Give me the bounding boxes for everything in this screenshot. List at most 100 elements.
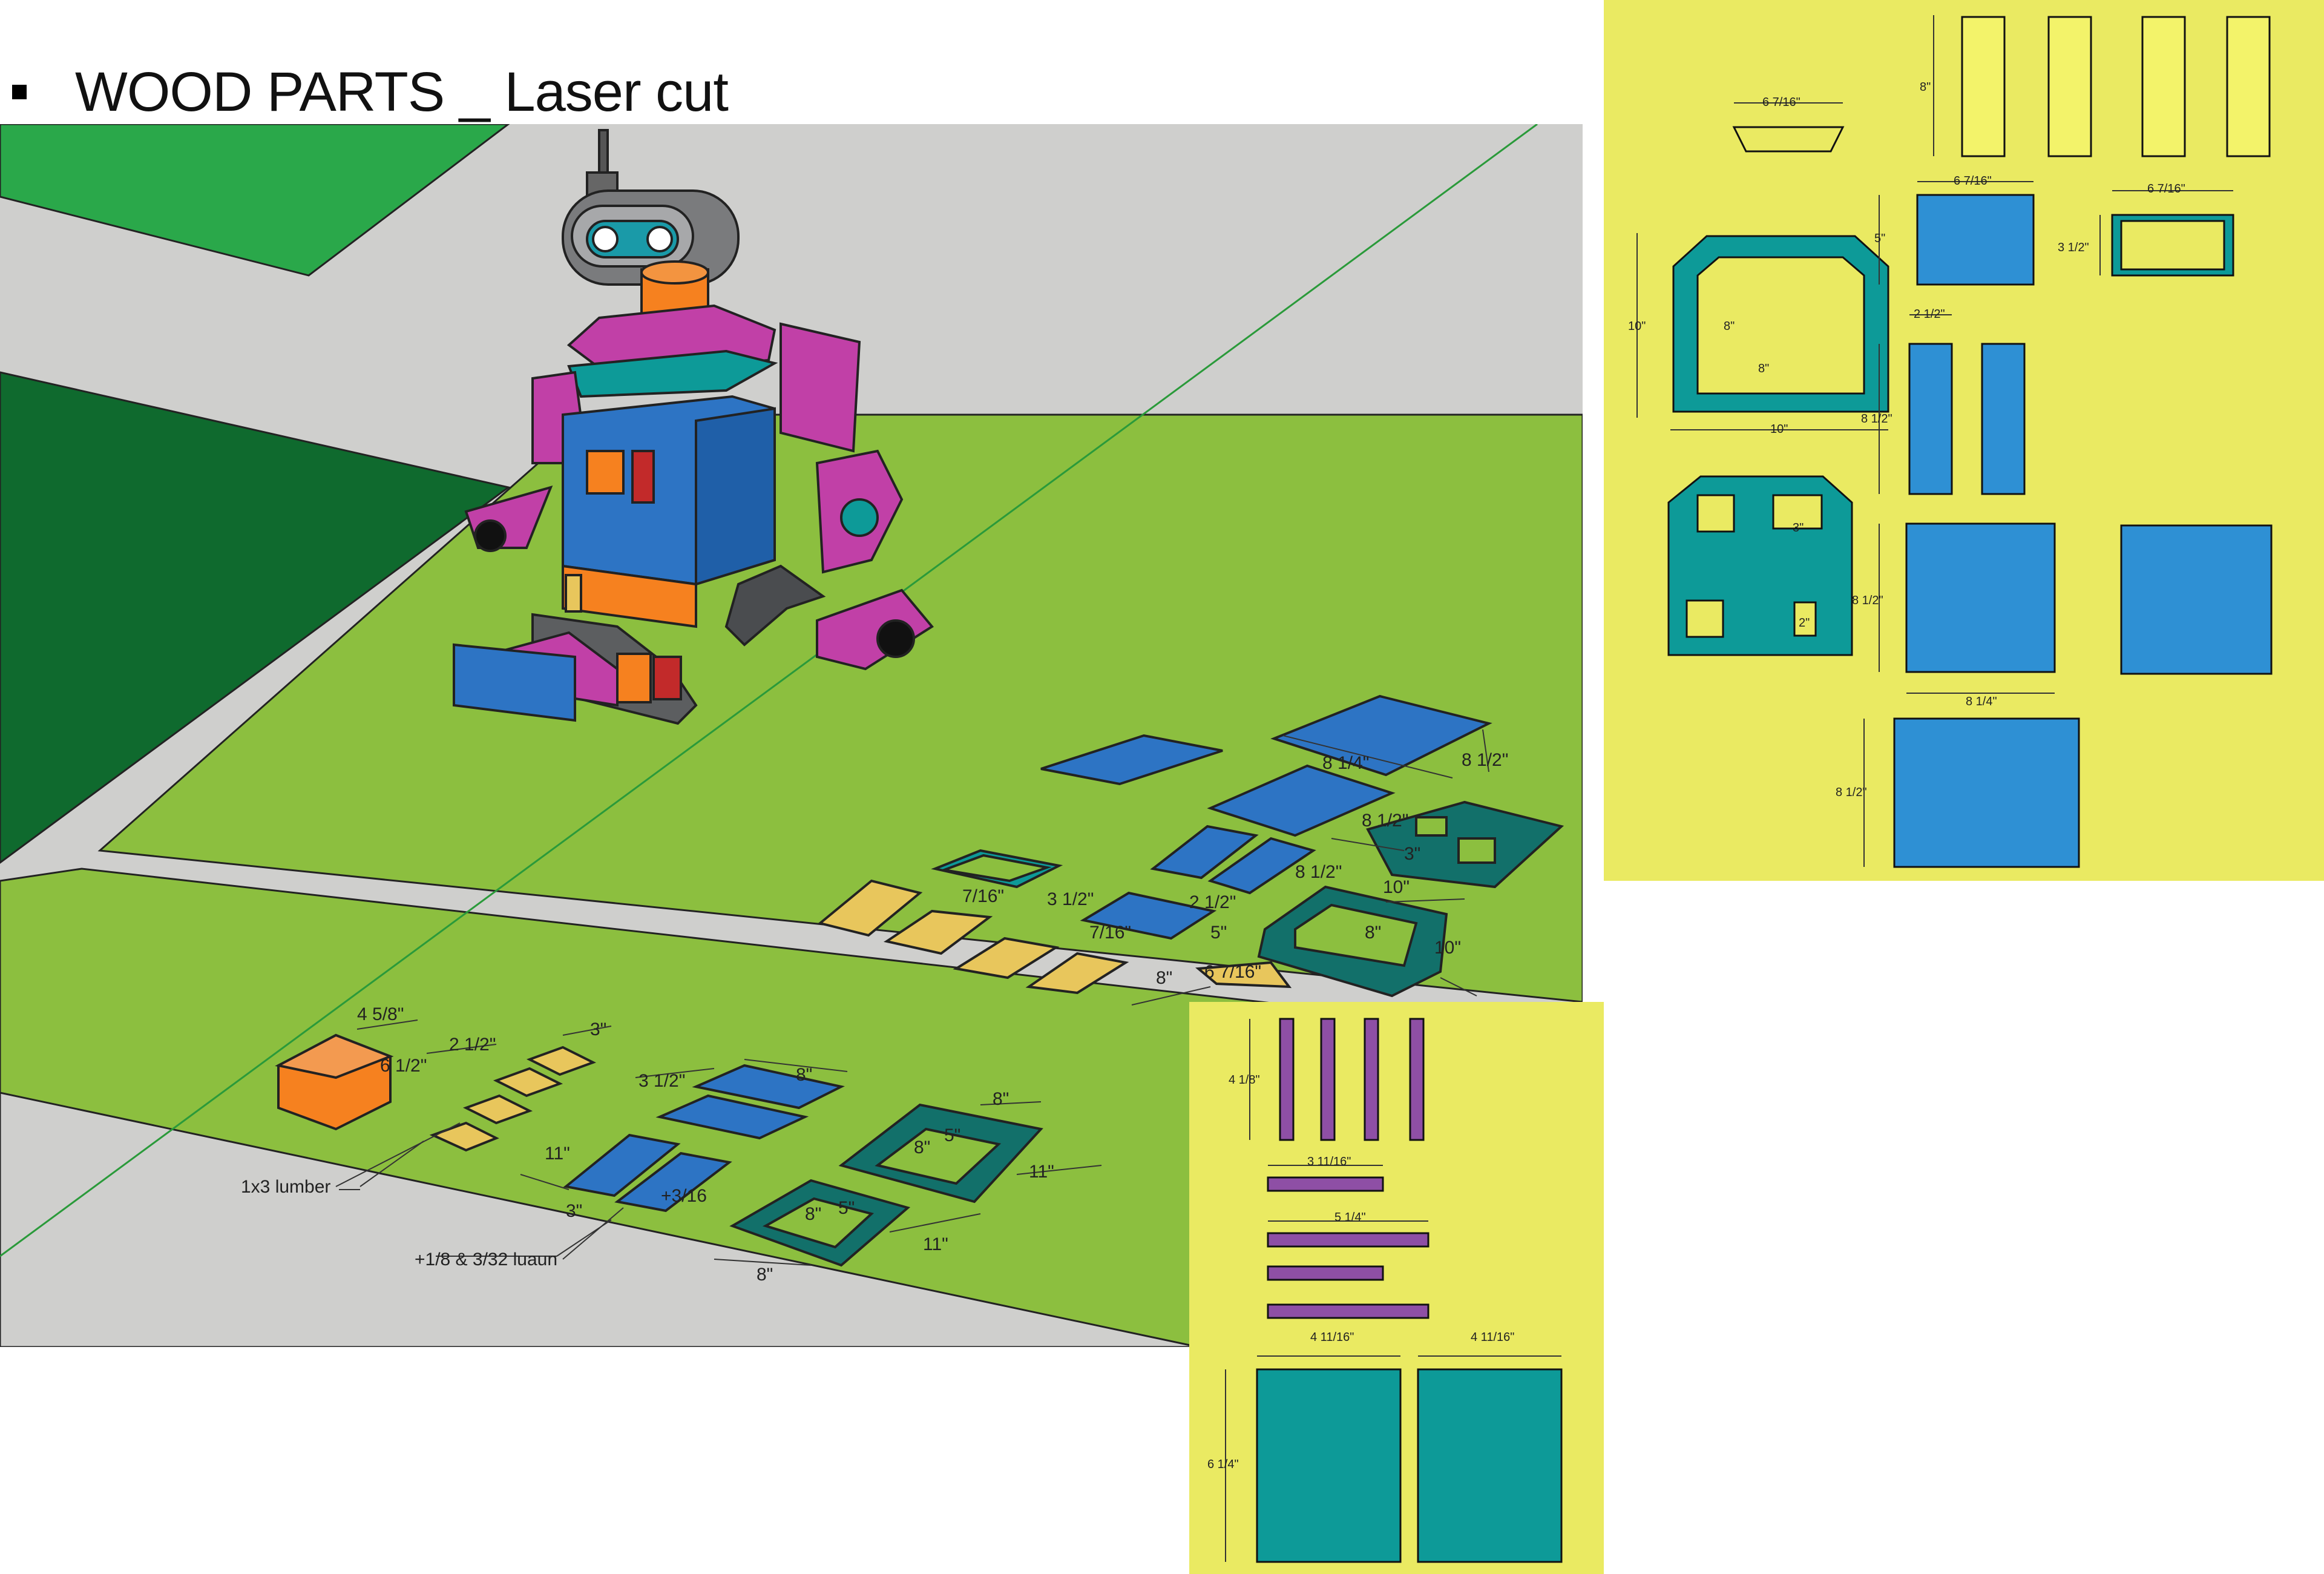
teal-panel [1417,1368,1563,1563]
axis-line [0,124,1538,1257]
title-text: WOOD PARTS _ Laser cut [75,61,729,123]
dim: 8 1/2" [1852,594,1883,607]
dim: 6 7/16" [2147,182,2185,196]
dim: 8" [1758,362,1769,375]
dim: 8 1/2" [1836,786,1867,799]
dim: 11" [923,1234,948,1254]
dim: 2 1/2" [449,1035,496,1055]
ground-dark-green [0,371,511,864]
purple-strip [1320,1018,1336,1141]
plate-hole [1772,494,1823,530]
dim: 10" [1628,320,1646,333]
cut-parts-lower [275,1033,1043,1267]
dim: 3" [566,1201,582,1221]
purple-bar [1267,1176,1384,1192]
blue-strip [1981,343,2026,495]
dim: 3 1/2" [638,1071,685,1091]
blue-square [1905,522,2056,673]
dim: 2 1/2" [1914,308,1945,321]
yellow-strip [2047,16,2092,157]
dim: 5" [1210,923,1227,943]
yellow-strip [2226,16,2271,157]
dim: 5" [838,1198,855,1218]
ground-mid-green [0,124,510,277]
dim: 8" [993,1089,1009,1109]
dim: 10" [1770,423,1788,436]
dim: 4 11/16" [1310,1331,1354,1344]
purple-bar [1267,1303,1430,1319]
plate-hole [1696,494,1735,533]
page-title: WOOD PARTS _ Laser cut [12,56,729,128]
dim: 8" [1156,968,1172,988]
teal-square-frame-hole [1696,256,1865,395]
dim: 10" [1434,938,1461,958]
plate-hole [1793,601,1817,637]
dim: 4 5/8" [357,1004,404,1024]
purple-strip [1364,1018,1379,1141]
dim: 4 11/16" [1471,1331,1514,1344]
dim: 6 7/16" [1954,174,1992,188]
purple-bar [1267,1265,1384,1281]
dim: 8 1/2" [1462,750,1508,770]
dim: 5 1/4" [1334,1211,1366,1224]
label-leaders [335,1122,624,1260]
teal-frame-hole [2120,220,2225,271]
dim: 8" [1365,923,1381,943]
dim: 8 1/2" [1362,811,1408,831]
dim: 8 1/4" [1966,695,1997,708]
dim: 3" [1404,844,1420,864]
dim: 3 1/2" [1047,889,1094,909]
dim: 8" [914,1138,930,1157]
dim: 8" [1920,81,1931,94]
dimension-lines [1636,15,2233,867]
robot-model [453,129,934,725]
purple-strip [1409,1018,1425,1141]
dim: 2" [1799,616,1810,630]
dim: 8 1/4" [1322,753,1369,773]
scene-3d-view: 1x3 lumber +1/8 & 3/32 luaun 4 5/8" 6 1/… [0,124,1583,1347]
dim: 3" [1793,521,1804,535]
dim: 7/16" [962,886,1004,906]
bullet-icon [12,85,27,99]
dimension-lines [339,729,1489,1266]
dim: 11" [545,1144,570,1164]
dim: 2 1/2" [1189,892,1236,912]
dim: 4 1/8" [1229,1073,1260,1087]
dimension-lines [1225,1019,1561,1562]
label-luaun: +1/8 & 3/32 luaun [415,1250,557,1269]
dim: 8" [805,1204,821,1224]
yellow-strip [1961,16,2006,157]
cut-sheet-right: 6 7/16" 8" 6 7/16" 5" 6 7/16" 3 1/2" 10"… [1604,0,2324,881]
dim: 5" [1874,232,1885,245]
purple-bar [1267,1232,1430,1248]
teal-panel [1256,1368,1402,1563]
dim: 6 1/4" [1207,1458,1239,1471]
dim: 6 1/2" [380,1056,427,1076]
dim: 5" [944,1125,960,1145]
blue-square [2120,524,2273,675]
ground-gray-strip [0,1092,1199,1347]
dim: 3 11/16" [1307,1155,1351,1168]
dim: 3 1/2" [2058,241,2089,254]
dim: 6 7/16" [1762,96,1800,109]
dim: 10" [1383,877,1410,897]
trapezoid-part [1732,126,1845,153]
blue-rectangle [1893,717,2080,868]
dim: 8" [757,1265,773,1285]
dim: 11" [1029,1162,1054,1182]
plate-hole [1686,599,1724,638]
dim: 8" [1724,320,1735,333]
dim: 8 1/2" [1295,862,1342,882]
blue-strip [1908,343,1953,495]
yellow-strip [2141,16,2186,157]
dim: 6 7/16" [1204,962,1261,982]
dim: 8 1/2" [1861,412,1892,426]
cut-sheet-bottom: 4 1/8" 3 11/16" 5 1/4" 4 11/16" 4 11/16"… [1189,1002,1604,1574]
dim: 8" [796,1065,812,1085]
purple-strip [1279,1018,1295,1141]
label-lumber: 1x3 lumber [241,1177,330,1197]
dim: +3/16 [661,1186,707,1206]
dim: 7/16" [1089,923,1131,943]
cut-parts-upper [817,694,1564,998]
dim: 3" [590,1019,606,1039]
